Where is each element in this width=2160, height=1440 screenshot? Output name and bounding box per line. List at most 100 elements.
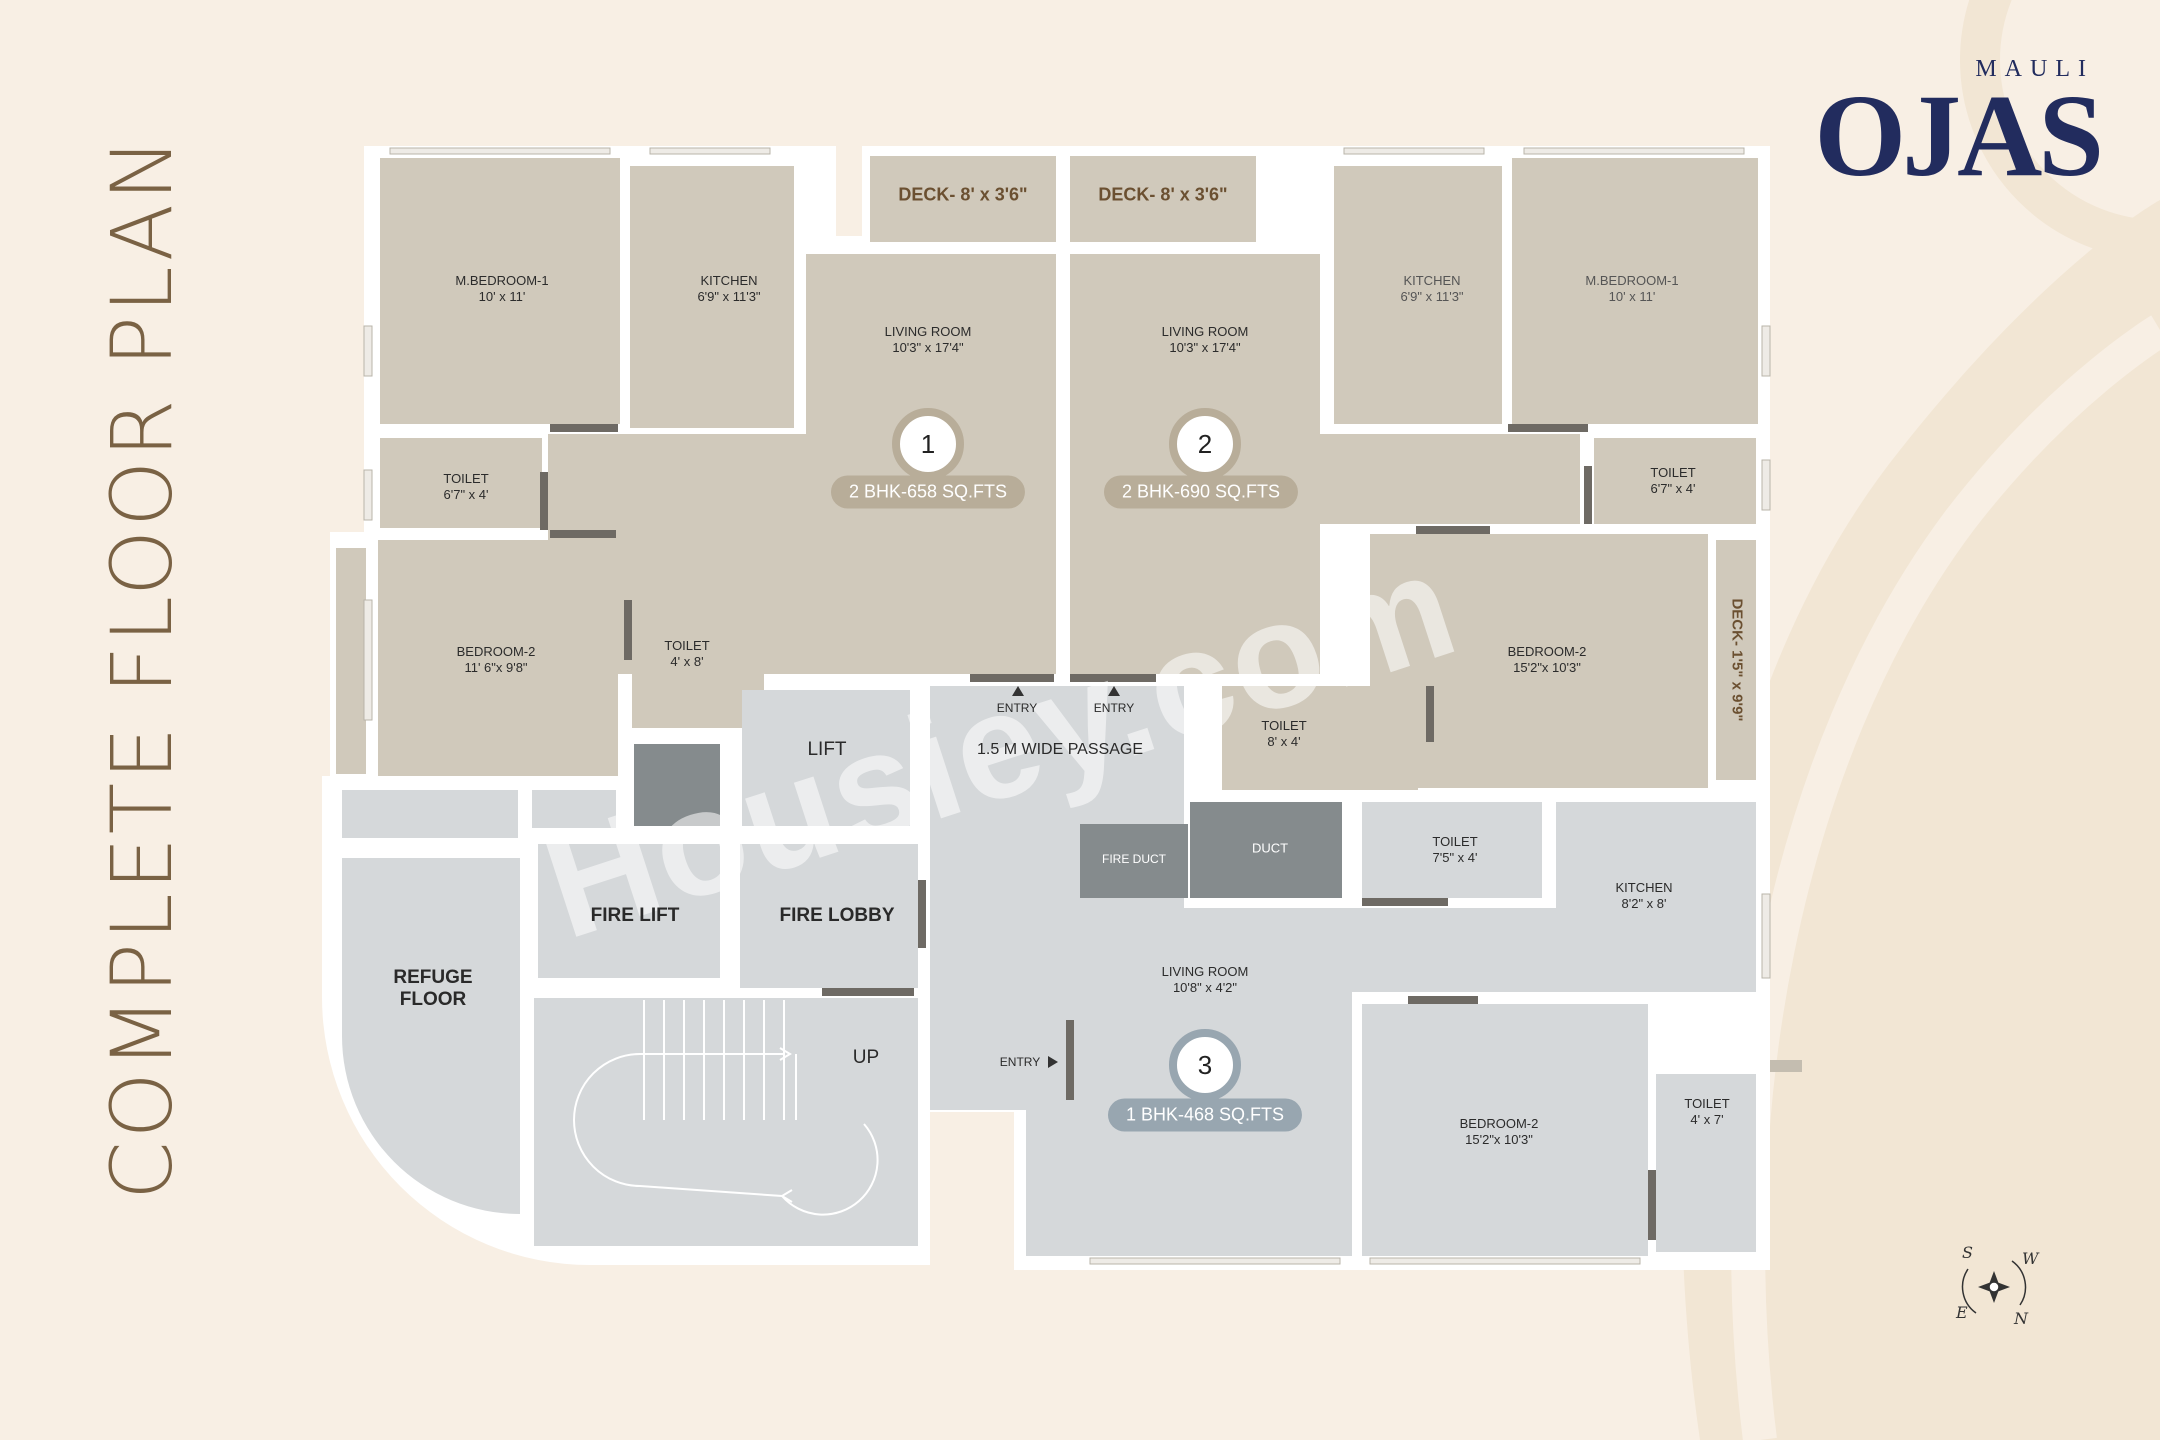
room-dim: 10' x 11' bbox=[478, 289, 526, 304]
u1-bedroom2-shape bbox=[378, 540, 618, 776]
u2-bed-ext-shape bbox=[1426, 686, 1708, 788]
u3-kitchen-label: KITCHEN 8'2" x 8' bbox=[1615, 880, 1672, 912]
fire-lobby-shape bbox=[740, 844, 918, 988]
shaft-shape bbox=[634, 744, 720, 826]
room-dim: 8' x 4' bbox=[1267, 734, 1301, 749]
room-name: TOILET bbox=[443, 471, 489, 486]
deck2-label: DECK- 8' x 3'6" bbox=[1098, 184, 1228, 205]
u2-mbedroom-label: M.BEDROOM-1 10' x 11' bbox=[1585, 273, 1678, 305]
u3-toilet1-shape bbox=[1362, 802, 1542, 898]
refuge-top-shape bbox=[342, 790, 518, 838]
room-dim: 4' x 7' bbox=[1690, 1112, 1724, 1127]
room-dim: 4' x 8' bbox=[670, 654, 704, 669]
compass-w: W bbox=[2022, 1249, 2039, 1268]
u3-toilet2-shape bbox=[1656, 1074, 1756, 1252]
u2-bedroom2-label: BEDROOM-2 15'2"x 10'3" bbox=[1508, 644, 1587, 676]
duct-shape bbox=[1190, 802, 1342, 898]
duct-label: DUCT bbox=[1251, 840, 1289, 856]
u3-toilet1-label: TOILET 7'5" x 4' bbox=[1432, 834, 1477, 866]
refuge-small-shape bbox=[532, 790, 616, 828]
room-dim: 11' 6"x 9'8" bbox=[464, 660, 528, 675]
stair-up-label: UP bbox=[852, 1047, 880, 1068]
compass-e: E bbox=[1956, 1303, 1968, 1322]
deck1-label: DECK- 8' x 3'6" bbox=[898, 184, 1028, 205]
compass-s: S bbox=[1962, 1243, 1973, 1262]
deck2-shape bbox=[1070, 156, 1256, 242]
unit-1-pill[interactable]: 2 BHK-658 SQ.FTS bbox=[830, 475, 1026, 509]
u1-kitchen-label: KITCHEN 6'9" x 11'3" bbox=[697, 273, 760, 305]
u1-living-low-shape bbox=[774, 540, 1056, 674]
refuge-floor-shape bbox=[342, 858, 520, 1214]
u1-bedroom2-label: BEDROOM-2 11' 6"x 9'8" bbox=[457, 644, 536, 676]
unit-2-pill[interactable]: 2 BHK-690 SQ.FTS bbox=[1103, 475, 1299, 509]
room-name: BEDROOM-2 bbox=[1459, 1116, 1539, 1131]
unit-2-marker[interactable]: 2 bbox=[1169, 408, 1241, 480]
room-name: M.BEDROOM-1 bbox=[1585, 273, 1679, 288]
lift-shape bbox=[742, 690, 910, 826]
u2-mbedroom-shape bbox=[1512, 158, 1758, 424]
unit-3-marker[interactable]: 3 bbox=[1169, 1029, 1241, 1101]
room-name: KITCHEN bbox=[700, 273, 758, 288]
entry-1-label: ENTRY bbox=[996, 701, 1038, 715]
lift-label: LIFT bbox=[807, 739, 847, 760]
room-name: KITCHEN bbox=[1403, 273, 1461, 288]
page-title: COMPLETE FLOOR PLAN bbox=[93, 135, 191, 1200]
u2-toilet1-shape bbox=[1594, 438, 1756, 524]
u3-living-shape bbox=[1082, 908, 1756, 992]
u2-toilet2-shape bbox=[1222, 686, 1418, 790]
u1-living-label: LIVING ROOM 10'3" x 17'4" bbox=[885, 324, 972, 356]
entry-2-label: ENTRY bbox=[1093, 701, 1135, 715]
entry-3-label: ENTRY bbox=[999, 1055, 1041, 1069]
room-name: BEDROOM-2 bbox=[1507, 644, 1587, 659]
u2-living-label: LIVING ROOM 10'3" x 17'4" bbox=[1162, 324, 1249, 356]
u1-toilet1-shape bbox=[380, 438, 542, 528]
deck1-shape bbox=[870, 156, 1056, 242]
room-name: BEDROOM-2 bbox=[456, 644, 536, 659]
brand-sub: MAULI bbox=[1975, 56, 2094, 82]
fire-lift-shape bbox=[538, 844, 720, 978]
stair-shape bbox=[534, 998, 918, 1246]
room-name: KITCHEN bbox=[1615, 880, 1673, 895]
u3-bedroom2-label: BEDROOM-2 15'2"x 10'3" bbox=[1460, 1116, 1539, 1148]
fire-lobby-label: FIRE LOBBY bbox=[779, 905, 895, 926]
u2-toilet1-label: TOILET 6'7" x 4' bbox=[1650, 465, 1695, 497]
room-name: TOILET bbox=[664, 638, 710, 653]
room-name: TOILET bbox=[1650, 465, 1696, 480]
fire-duct-label: FIRE DUCT bbox=[1102, 852, 1166, 866]
room-dim: 15'2"x 10'3" bbox=[1465, 1132, 1533, 1147]
room-name: LIVING ROOM bbox=[1161, 324, 1249, 339]
refuge-floor-label: REFUGE FLOOR bbox=[393, 967, 473, 1010]
compass: S W E N bbox=[1950, 1243, 2038, 1331]
u1-mbedroom-label: M.BEDROOM-1 10' x 11' bbox=[455, 273, 548, 305]
unit-1-marker[interactable]: 1 bbox=[892, 408, 964, 480]
room-name: TOILET bbox=[1261, 718, 1307, 733]
u2-toilet2-label: TOILET 8' x 4' bbox=[1261, 718, 1306, 750]
unit-3-pill[interactable]: 1 BHK-468 SQ.FTS bbox=[1107, 1098, 1303, 1132]
room-name: TOILET bbox=[1684, 1096, 1730, 1111]
compass-n: N bbox=[2014, 1309, 2028, 1328]
u1-toilet2-label: TOILET 4' x 8' bbox=[664, 638, 709, 670]
u1-kitchen-shape bbox=[630, 166, 794, 428]
u1-toilet1-label: TOILET 6'7" x 4' bbox=[443, 471, 488, 503]
u1-mbedroom-shape bbox=[380, 158, 620, 424]
fire-duct-shape bbox=[1080, 824, 1188, 898]
room-dim: 7'5" x 4' bbox=[1432, 850, 1478, 865]
room-name: LIVING ROOM bbox=[1161, 964, 1249, 979]
room-name: M.BEDROOM-1 bbox=[455, 273, 549, 288]
room-dim: 10'3" x 17'4" bbox=[1169, 340, 1241, 355]
u3-bedroom2-shape bbox=[1362, 1004, 1648, 1256]
u1-balcony-shape bbox=[336, 548, 366, 774]
brand-main: OJAS bbox=[1814, 70, 2104, 201]
room-dim: 15'2"x 10'3" bbox=[1513, 660, 1581, 675]
room-dim: 10'8" x 4'2" bbox=[1172, 980, 1238, 995]
fire-lift-label: FIRE LIFT bbox=[590, 905, 680, 926]
room-name: TOILET bbox=[1432, 834, 1478, 849]
passage-label: 1.5 M WIDE PASSAGE bbox=[977, 741, 1143, 758]
room-dim: 10'3" x 17'4" bbox=[892, 340, 964, 355]
compass-icon bbox=[1961, 1260, 2027, 1314]
room-dim: 6'9" x 11'3" bbox=[697, 289, 761, 304]
room-dim: 6'9" x 11'3" bbox=[1400, 289, 1464, 304]
room-name: LIVING ROOM bbox=[884, 324, 972, 339]
u3-living-label: LIVING ROOM 10'8" x 4'2" bbox=[1162, 964, 1249, 996]
